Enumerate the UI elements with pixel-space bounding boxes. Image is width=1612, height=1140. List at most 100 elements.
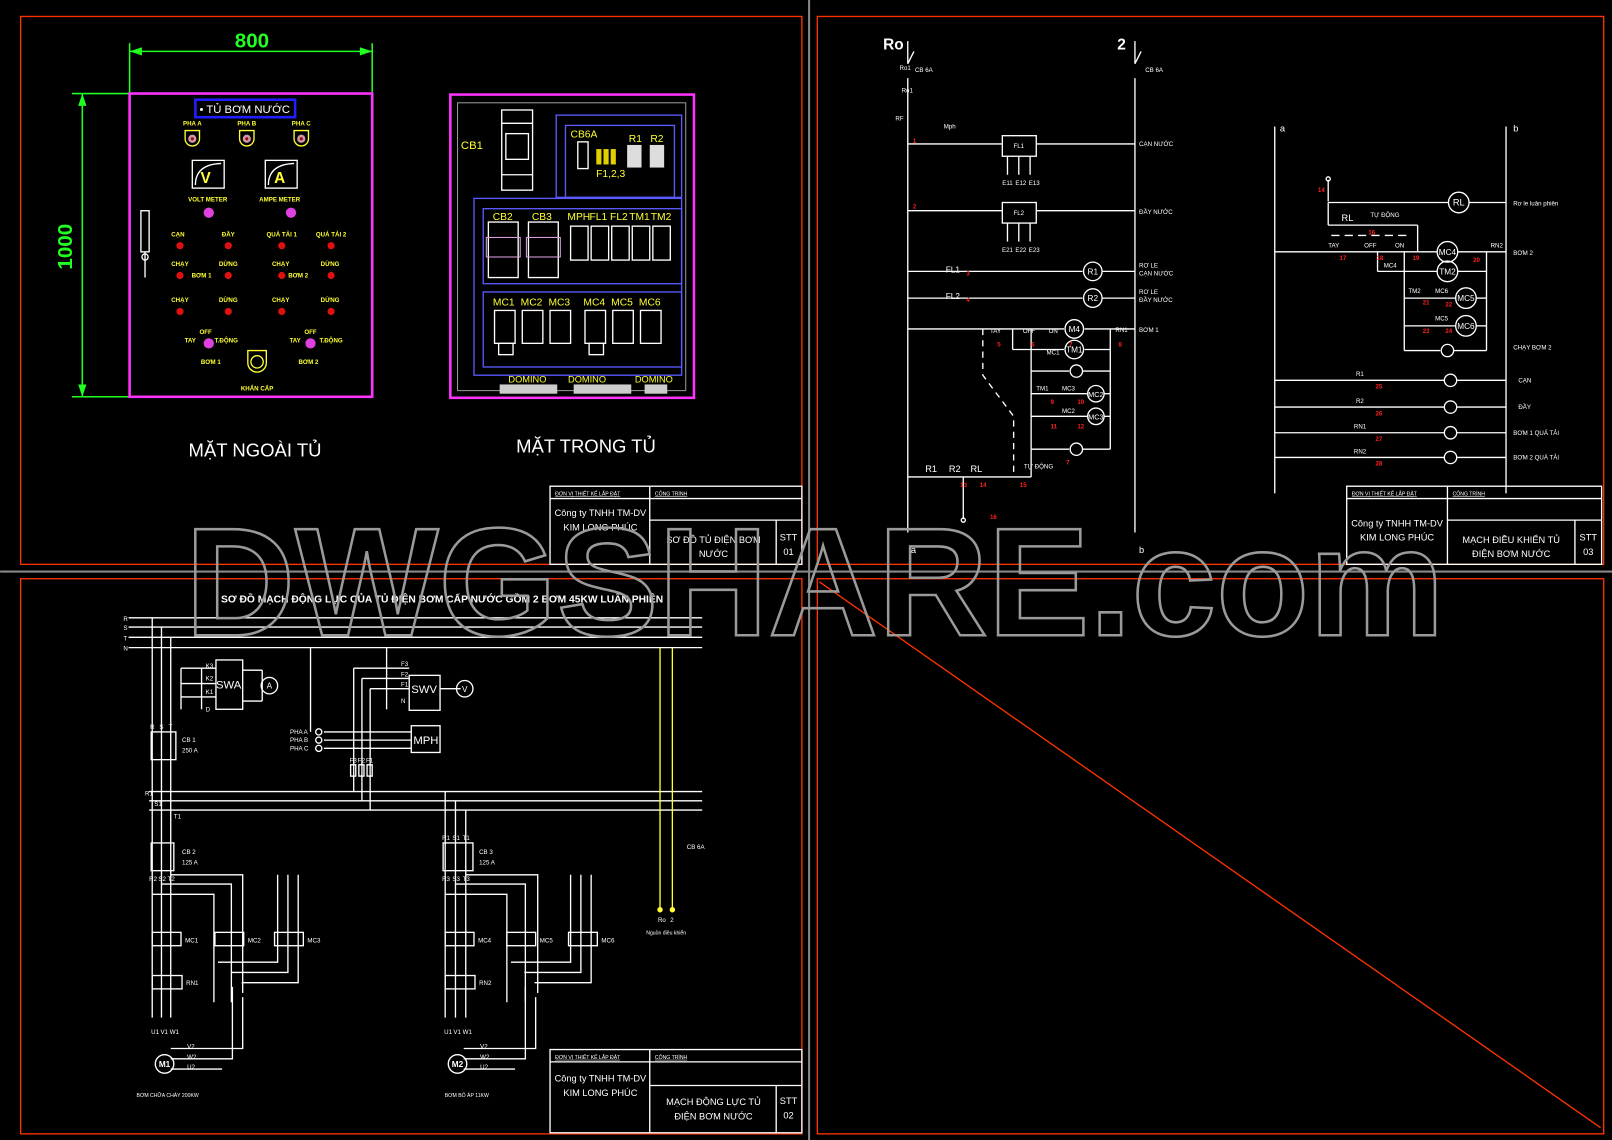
width-dimension: 800	[128, 29, 373, 93]
company-header: ĐƠN VỊ THIẾT KẾ LẮP ĐẶT	[1352, 489, 1418, 497]
cb3-breaker-icon	[525, 221, 561, 279]
phase-lamp-icon	[184, 129, 201, 147]
company-name-2: KIM LONG PHÚC	[563, 522, 637, 532]
motor-terminal-label: V2	[480, 1044, 488, 1051]
project-header: CÔNG TRÌNH	[655, 1054, 688, 1061]
wire-number: 14	[1318, 187, 1325, 194]
contact-label: TAY	[990, 328, 1001, 335]
motor-terminal-label: W1	[170, 1029, 180, 1036]
indicator-label: CHẠY	[171, 297, 188, 304]
control-supply-wiring	[657, 647, 676, 913]
contact-label: R1	[925, 464, 937, 474]
wire-number: 27	[1375, 436, 1382, 443]
terminal-label: T1	[463, 835, 471, 842]
ammeter-icon: A	[267, 682, 273, 691]
fuse-label: F2	[358, 758, 366, 765]
coil-label: MC5	[1457, 294, 1475, 303]
phase-label: PHA A	[290, 729, 309, 736]
selector-off-label: OFF	[304, 329, 317, 336]
company-name: Công ty TNHH TM-DV	[1351, 518, 1443, 528]
motor-terminal-label: W1	[463, 1029, 473, 1036]
terminal-blocks: DOMINO DOMINO DOMINO	[499, 374, 673, 394]
terminal-label: S2	[158, 876, 166, 883]
probe-label: E13	[1029, 180, 1041, 187]
wire-number: 2	[913, 204, 917, 211]
power-diagram-title: SƠ ĐỒ MẠCH ĐỘNG LỰC CỦA TỦ ĐIỆN BƠM CẤP …	[221, 592, 663, 605]
contact-label: MC5	[1435, 316, 1449, 323]
indicator-label: CHẠY	[272, 297, 289, 304]
probe-label: E21	[1002, 247, 1014, 254]
phase-lamp-label: PHA B	[237, 120, 256, 127]
fl1-box-label: FL1	[1013, 143, 1024, 150]
coil-label: M4	[1069, 325, 1081, 334]
indicator-label: DỪNG	[321, 297, 340, 304]
contactor-label: MC6	[601, 938, 615, 945]
contact-mc3-label: MC3	[1062, 386, 1076, 393]
voltmeter-icon: V	[191, 159, 225, 189]
drawing-title-2: NƯỚC	[699, 549, 729, 559]
swv-terminal-label: F1	[401, 682, 409, 689]
rung-label: BƠM 2 QUÁ TẢI	[1513, 454, 1559, 461]
company-name-2: KIM LONG PHÚC	[563, 1088, 637, 1098]
motor-terminal-label: V1	[160, 1029, 168, 1036]
phase-label: PHA B	[290, 737, 308, 744]
indicator-label: CHẠY	[272, 261, 289, 268]
indicator-label: DỪNG	[219, 297, 238, 304]
rung-label: RƠ LE	[1139, 262, 1158, 269]
wire-number: 24	[1445, 328, 1452, 335]
motor-m2-icon: M2	[452, 1060, 464, 1069]
contact-label: OFF	[1364, 243, 1377, 250]
contact-mc2-label: MC2	[1062, 408, 1076, 415]
motor-terminal-label: U1	[444, 1029, 452, 1036]
watermark: DWGSHARE.com	[185, 495, 1444, 668]
device-label: FL1	[590, 212, 608, 223]
company-name: Công ty TNHH TM-DV	[555, 1073, 647, 1083]
contact-label: RN2	[1354, 448, 1367, 455]
sheet-number-label: STT	[780, 1096, 798, 1106]
wire-number: 12	[1077, 424, 1084, 431]
r2-label: R2	[650, 134, 663, 145]
indicator-label: QUÁ TẢI 2	[316, 231, 347, 238]
amp-selector-knob-icon	[285, 207, 297, 218]
contactor-label: MC4	[478, 938, 492, 945]
motor-m1-icon: M1	[159, 1060, 171, 1069]
rail-end-b: b	[1139, 545, 1144, 555]
overload-label: RN2	[479, 980, 492, 987]
wire-numbers-right: 14 16 17 18 19 20 21 22 23 24 25 26 27 2…	[1318, 187, 1481, 467]
selector-auto-label: T.ĐỘNG	[215, 336, 238, 344]
wire-number: 11	[1051, 424, 1058, 431]
fuses-label: F1,2,3	[596, 169, 625, 180]
cb1-breaker-icon	[501, 109, 534, 191]
rail-end-a: a	[911, 545, 917, 555]
motor-terminal-label: V2	[187, 1044, 195, 1051]
terminal-label: S1	[452, 835, 460, 842]
cb1-rating: 250 A	[182, 747, 199, 754]
sheet-number-label: STT	[780, 533, 798, 543]
motor-label: BƠM BỔ ÁP 11KW	[445, 1092, 489, 1099]
bus-label: R1	[145, 791, 153, 798]
fuse-label: F3	[350, 758, 358, 765]
wire-number: 9	[1051, 399, 1055, 406]
contact-label: FL2	[946, 292, 961, 301]
contact-label: R2	[949, 464, 961, 474]
swv-terminal-label: F2	[401, 671, 409, 678]
wire-number: 3	[966, 270, 970, 277]
contact-label: RN1	[1354, 424, 1367, 431]
motor-label: BƠM CHỮA CHÁY 200KW	[137, 1092, 199, 1099]
sheet-number: 02	[783, 1110, 793, 1120]
voltmeter-symbol: V	[201, 170, 212, 187]
control-terminal-label: 2	[670, 917, 674, 924]
wire-number: 5	[997, 341, 1001, 348]
terminal-label: S3	[452, 876, 460, 883]
bus-label: S1	[154, 801, 162, 808]
rung-label: BƠM 1 QUÁ TẢI	[1513, 430, 1559, 437]
device-label: FL2	[610, 212, 628, 223]
wire-number: 26	[1375, 410, 1382, 417]
fl2-box-label: FL2	[1013, 210, 1024, 217]
sheet-number: 01	[783, 547, 793, 557]
motor-terminal-label: V1	[453, 1029, 461, 1036]
sheet-number: 03	[1583, 547, 1593, 557]
motor-terminal-label: W2	[480, 1054, 490, 1061]
cb-label: CB 6A	[1145, 67, 1164, 74]
